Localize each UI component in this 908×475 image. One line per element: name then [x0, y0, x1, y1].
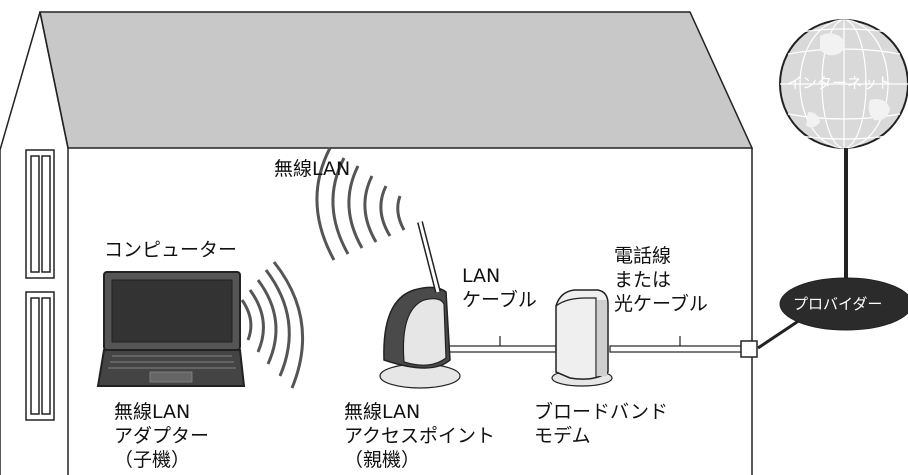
phone-line-label: 電話線 または 光ケーブル	[614, 244, 708, 316]
wifi-waves-laptop	[240, 261, 304, 389]
lan-cable-label: LAN ケーブル	[462, 264, 537, 312]
internet-label: インターネット	[787, 74, 893, 92]
laptop	[96, 271, 246, 387]
wireless-adapter-label: 無線LAN アダプター （子機）	[114, 400, 209, 472]
wireless-lan-label: 無線LAN	[274, 158, 351, 180]
modem	[551, 289, 613, 387]
lan-cable-label-line2: ケーブル	[462, 289, 537, 311]
side-window-upper	[25, 149, 55, 279]
phone-line-cable	[609, 336, 747, 353]
access-point-label: 無線LAN アクセスポイント （親機）	[344, 400, 495, 472]
computer-label: コンピューター	[104, 239, 238, 261]
phone-line-label-line3: 光ケーブル	[614, 293, 708, 315]
house	[0, 11, 754, 475]
provider-label: プロバイダー	[793, 295, 883, 313]
phone-line-label-line2: または	[614, 269, 672, 291]
access-point-label-line1: 無線LAN	[344, 401, 421, 423]
lan-cable	[447, 336, 557, 353]
globe	[779, 19, 908, 149]
phone-line-label-line1: 電話線	[614, 245, 672, 267]
wireless-adapter-label-line1: 無線LAN	[114, 401, 191, 423]
wireless-adapter-label-line2: アダプター	[114, 425, 210, 447]
modem-label-line2: モデム	[534, 425, 591, 447]
access-point	[379, 221, 461, 389]
modem-label-line1: ブロードバンド	[534, 401, 668, 423]
wireless-adapter-label-line3: （子機）	[114, 449, 191, 471]
house-gable-line	[39, 11, 69, 149]
house-roof	[39, 11, 754, 149]
access-point-label-line2: アクセスポイント	[344, 425, 496, 447]
provider-junction-line	[757, 318, 801, 350]
wifi-waves-access-point	[315, 147, 406, 261]
wall-junction-box	[740, 340, 758, 358]
side-window-lower	[25, 291, 55, 421]
lan-cable-label-line1: LAN	[462, 265, 501, 287]
house-left-wall	[0, 11, 41, 475]
modem-label: ブロードバンド モデム	[534, 400, 668, 448]
access-point-label-line3: （親機）	[344, 449, 421, 471]
provider-ellipse	[779, 277, 908, 331]
